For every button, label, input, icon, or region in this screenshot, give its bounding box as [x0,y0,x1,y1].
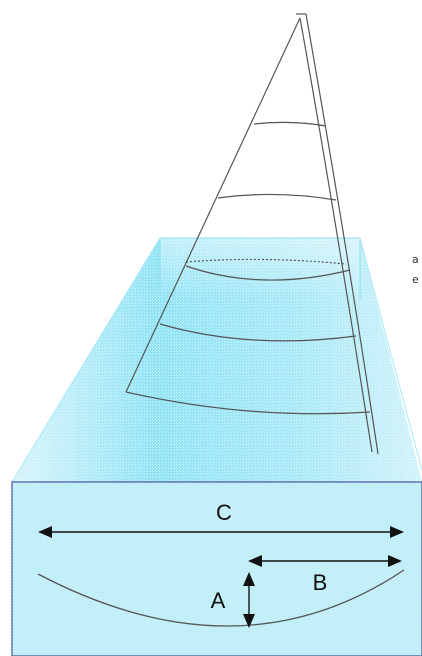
draft-stripe-3 [185,265,351,281]
draft-depth-arrow [243,572,255,628]
draft-stripe-4 [159,323,357,342]
label-draft-position: B [313,570,328,595]
label-draft-depth: A [211,588,226,613]
cropped-text-line-1: a [412,253,419,266]
draft-position-arrow [248,555,402,567]
sail-leech [299,17,373,453]
sail-section-curve [37,569,405,627]
draft-stripe-2 [217,193,337,201]
sail-foot [125,391,371,415]
chord-arrow [38,526,404,538]
draft-stripe-3-top [185,258,347,265]
cropped-text-line-2: e [412,273,419,286]
sail-luff [125,17,301,393]
mast-line [305,13,379,455]
cross-section-panel: C B A [11,481,422,656]
draft-stripe-1 [253,121,327,127]
label-chord: C [216,500,232,525]
sail [125,13,379,455]
projection-volume [11,237,422,483]
